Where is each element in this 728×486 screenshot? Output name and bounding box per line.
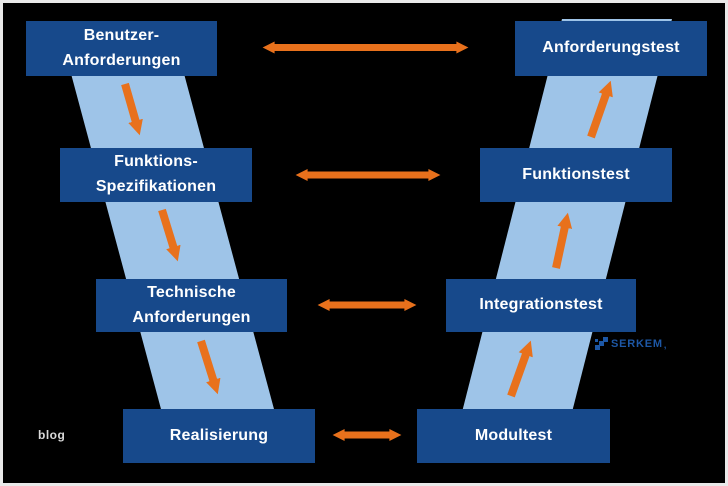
down-arrow-1: [121, 82, 143, 136]
serkem-mark-icon: [595, 337, 608, 350]
phase-box-technische-anforderungen: Technische Anforderungen: [96, 279, 287, 332]
phase-box-funktions-spezifikationen: Funktions- Spezifikationen: [60, 148, 252, 202]
down-arrow-3: [197, 339, 221, 395]
phase-box-modultest: Modultest: [417, 409, 610, 463]
phase-label: Benutzer- Anforderungen: [62, 26, 181, 69]
phase-box-realisierung: Realisierung: [123, 409, 315, 463]
serkem-logo-mark: ,: [663, 340, 667, 350]
phase-label: Funktions- Spezifikationen: [95, 153, 217, 195]
up-arrow-3: [587, 80, 613, 139]
serkem-logo: SERKEM ,: [595, 337, 666, 350]
blog-watermark: blog: [38, 428, 66, 442]
phase-box-funktionstest: Funktionstest: [480, 148, 672, 202]
phase-label: Technische Anforderungen: [132, 283, 251, 326]
up-arrow-2: [552, 212, 573, 269]
phase-box-anforderungstest: Anforderungstest: [515, 21, 707, 76]
phase-label: Realisierung: [169, 426, 269, 444]
phase-label: Integrationstest: [479, 296, 603, 314]
phase-label: Funktionstest: [522, 165, 630, 183]
right-ascending-band: [459, 19, 672, 424]
phase-box-benutzer-anforderungen: Benutzer- Anforderungen: [26, 21, 217, 76]
phase-label: Anforderungstest: [542, 39, 680, 57]
serkem-logo-text: SERKEM: [611, 337, 663, 350]
phase-label: Modultest: [474, 426, 553, 444]
phase-box-integrationstest: Integrationstest: [446, 279, 636, 332]
up-arrow-1: [507, 340, 533, 398]
down-arrow-2: [158, 208, 181, 262]
